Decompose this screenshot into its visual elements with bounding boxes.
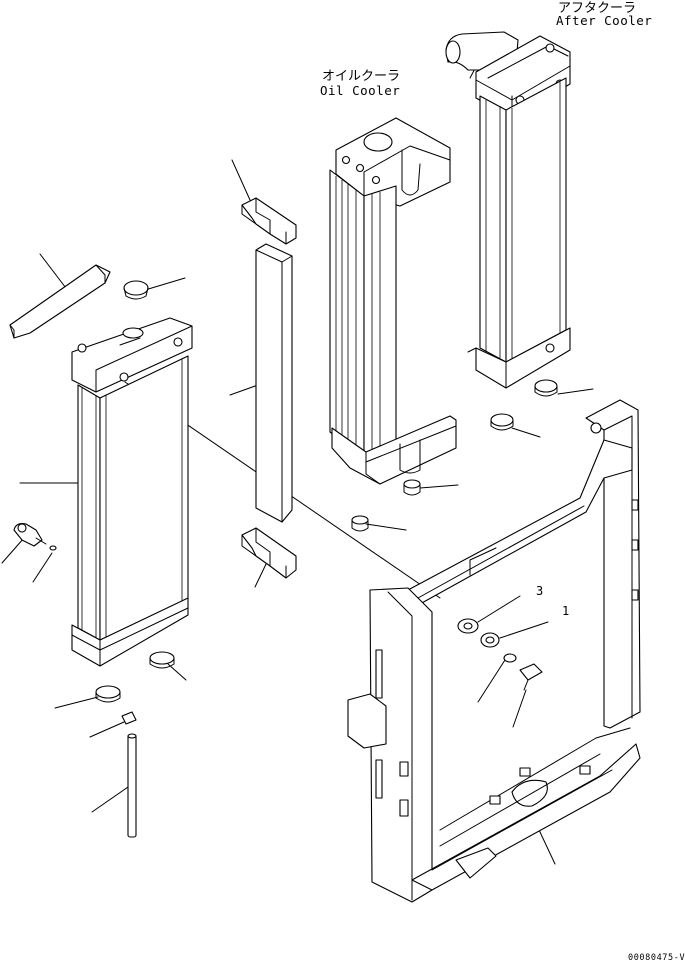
oil-cooler-label-en: Oil Cooler <box>320 83 401 98</box>
rubber-mount-part <box>95 651 175 703</box>
bolt-part <box>519 663 543 691</box>
drain-valve-part <box>13 523 57 551</box>
reference-number-1: 1 <box>562 604 570 618</box>
seal-strip-part <box>9 264 111 339</box>
radiator-cap-part <box>123 280 149 300</box>
oil-cooler-label-jp: オイルクーラ <box>322 69 401 84</box>
reference-number-3: 3 <box>536 584 544 598</box>
washer-part <box>457 618 517 663</box>
seal-lower-part <box>241 527 297 579</box>
seal-column-part <box>255 243 293 523</box>
after-cooler-label-en: After Cooler <box>556 13 653 28</box>
after-cooler-label-jp: アフタクーラ <box>558 1 637 16</box>
oil-cooler-part <box>329 117 457 485</box>
rubber-pad-part <box>351 379 558 532</box>
frame-part <box>347 399 641 903</box>
drain-hose-part <box>127 733 137 838</box>
drawing-code: 00080475-V <box>628 953 685 963</box>
after-cooler-part <box>445 31 571 389</box>
clip-part <box>121 711 137 725</box>
radiator-part <box>71 317 193 667</box>
seal-upper-part <box>241 197 297 245</box>
